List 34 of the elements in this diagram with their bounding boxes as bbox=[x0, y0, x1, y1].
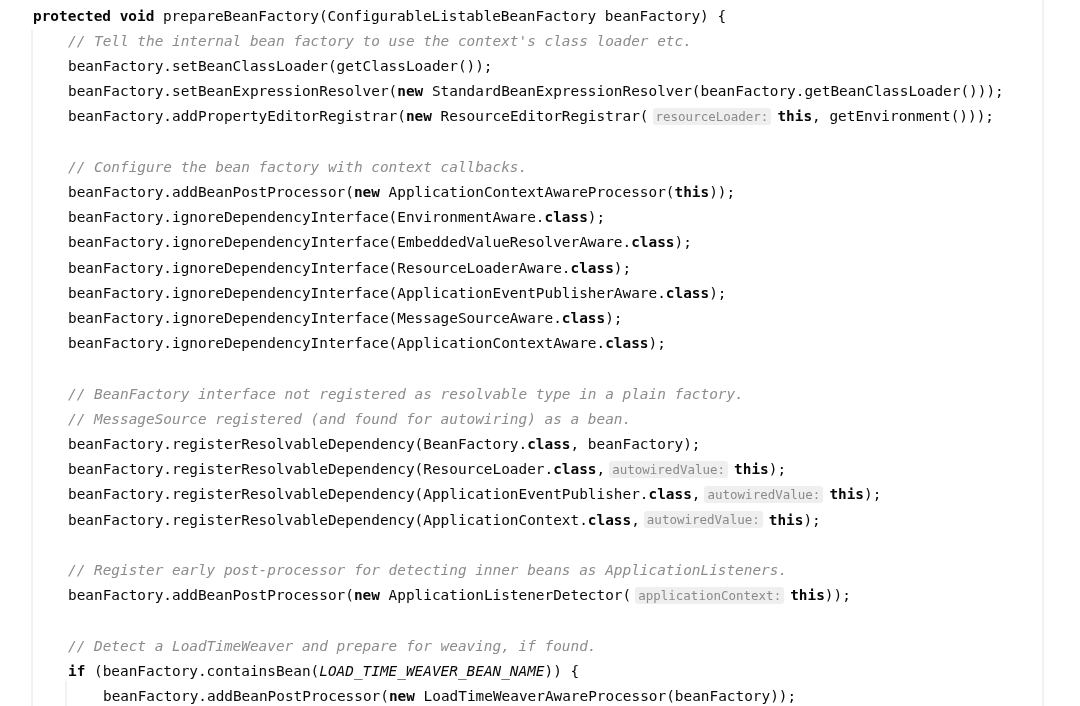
code-line: this); bbox=[768, 511, 821, 528]
code-line: beanFactory.ignoreDependencyInterface(EnvironmentAware.class); bbox=[68, 209, 606, 226]
code-line: this, getEnvironment())); bbox=[777, 108, 994, 125]
code-comment: // Detect a LoadTimeWeaver and prepare for weaving, if found. bbox=[68, 637, 597, 654]
parameter-hint: applicationContext: bbox=[635, 586, 785, 604]
code-comment: // Configure the bean factory with context callbacks. bbox=[68, 158, 528, 175]
code-line: this); bbox=[734, 461, 787, 478]
code-line: beanFactory.ignoreDependencyInterface(MessageSourceAware.class); bbox=[68, 309, 623, 326]
code-comment: // MessageSource registered (and found for autowiring) as a bean. bbox=[68, 410, 632, 427]
code-line: beanFactory.setBeanClassLoader(getClassLoader()); bbox=[68, 57, 493, 74]
code-line: this)); bbox=[790, 587, 851, 604]
code-line: beanFactory.registerResolvableDependency(ApplicationEventPublisher.class, bbox=[68, 486, 701, 503]
code-line: beanFactory.ignoreDependencyInterface(ApplicationContextAware.class); bbox=[68, 335, 666, 352]
parameter-hint: autowiredValue: bbox=[643, 511, 763, 528]
parameter-hint: resourceLoader: bbox=[652, 107, 772, 125]
code-line: beanFactory.registerResolvableDependency(ResourceLoader.class, bbox=[68, 461, 606, 478]
code-line: beanFactory.ignoreDependencyInterface(ApplicationEventPublisherAware.class); bbox=[68, 284, 727, 301]
code-comment: // BeanFactory interface not registered as resolvable type in a plain factory. bbox=[68, 385, 744, 402]
code-comment: // Tell the internal bean factory to use the context's class loader etc. bbox=[68, 32, 692, 49]
code-line: beanFactory.addBeanPostProcessor(new ApplicationContextAwareProcessor(this)); bbox=[68, 183, 736, 200]
code-line: beanFactory.ignoreDependencyInterface(EmbeddedValueResolverAware.class); bbox=[68, 234, 692, 251]
code-line: beanFactory.addBeanPostProcessor(new ApplicationListenerDetector( bbox=[68, 587, 632, 604]
code-line: this); bbox=[829, 486, 882, 503]
code-line: beanFactory.addBeanPostProcessor(new LoadTimeWeaverAwareProcessor(beanFactory)); bbox=[103, 687, 797, 704]
code-comment: // Register early post-processor for detecting inner beans as ApplicationListeners. bbox=[68, 561, 788, 578]
code-line: if (beanFactory.containsBean(LOAD_TIME_WEAVER_BEAN_NAME)) { bbox=[68, 662, 580, 679]
code-line: beanFactory.setBeanExpressionResolver(new StandardBeanExpressionResolver(beanFactory.getBeanClassLoader())); bbox=[68, 83, 1004, 100]
code-line: beanFactory.registerResolvableDependency(ApplicationContext.class, bbox=[68, 511, 640, 528]
code-line: protected void prepareBeanFactory(ConfigurableListableBeanFactory beanFactory) { bbox=[33, 7, 727, 24]
parameter-hint: autowiredValue: bbox=[609, 460, 729, 478]
parameter-hint: autowiredValue: bbox=[704, 485, 824, 503]
code-line: beanFactory.ignoreDependencyInterface(ResourceLoaderAware.class); bbox=[68, 259, 632, 276]
code-line: beanFactory.registerResolvableDependency(BeanFactory.class, beanFactory); bbox=[68, 435, 701, 452]
code-line: beanFactory.addPropertyEditorRegistrar(new ResourceEditorRegistrar( bbox=[68, 108, 649, 125]
